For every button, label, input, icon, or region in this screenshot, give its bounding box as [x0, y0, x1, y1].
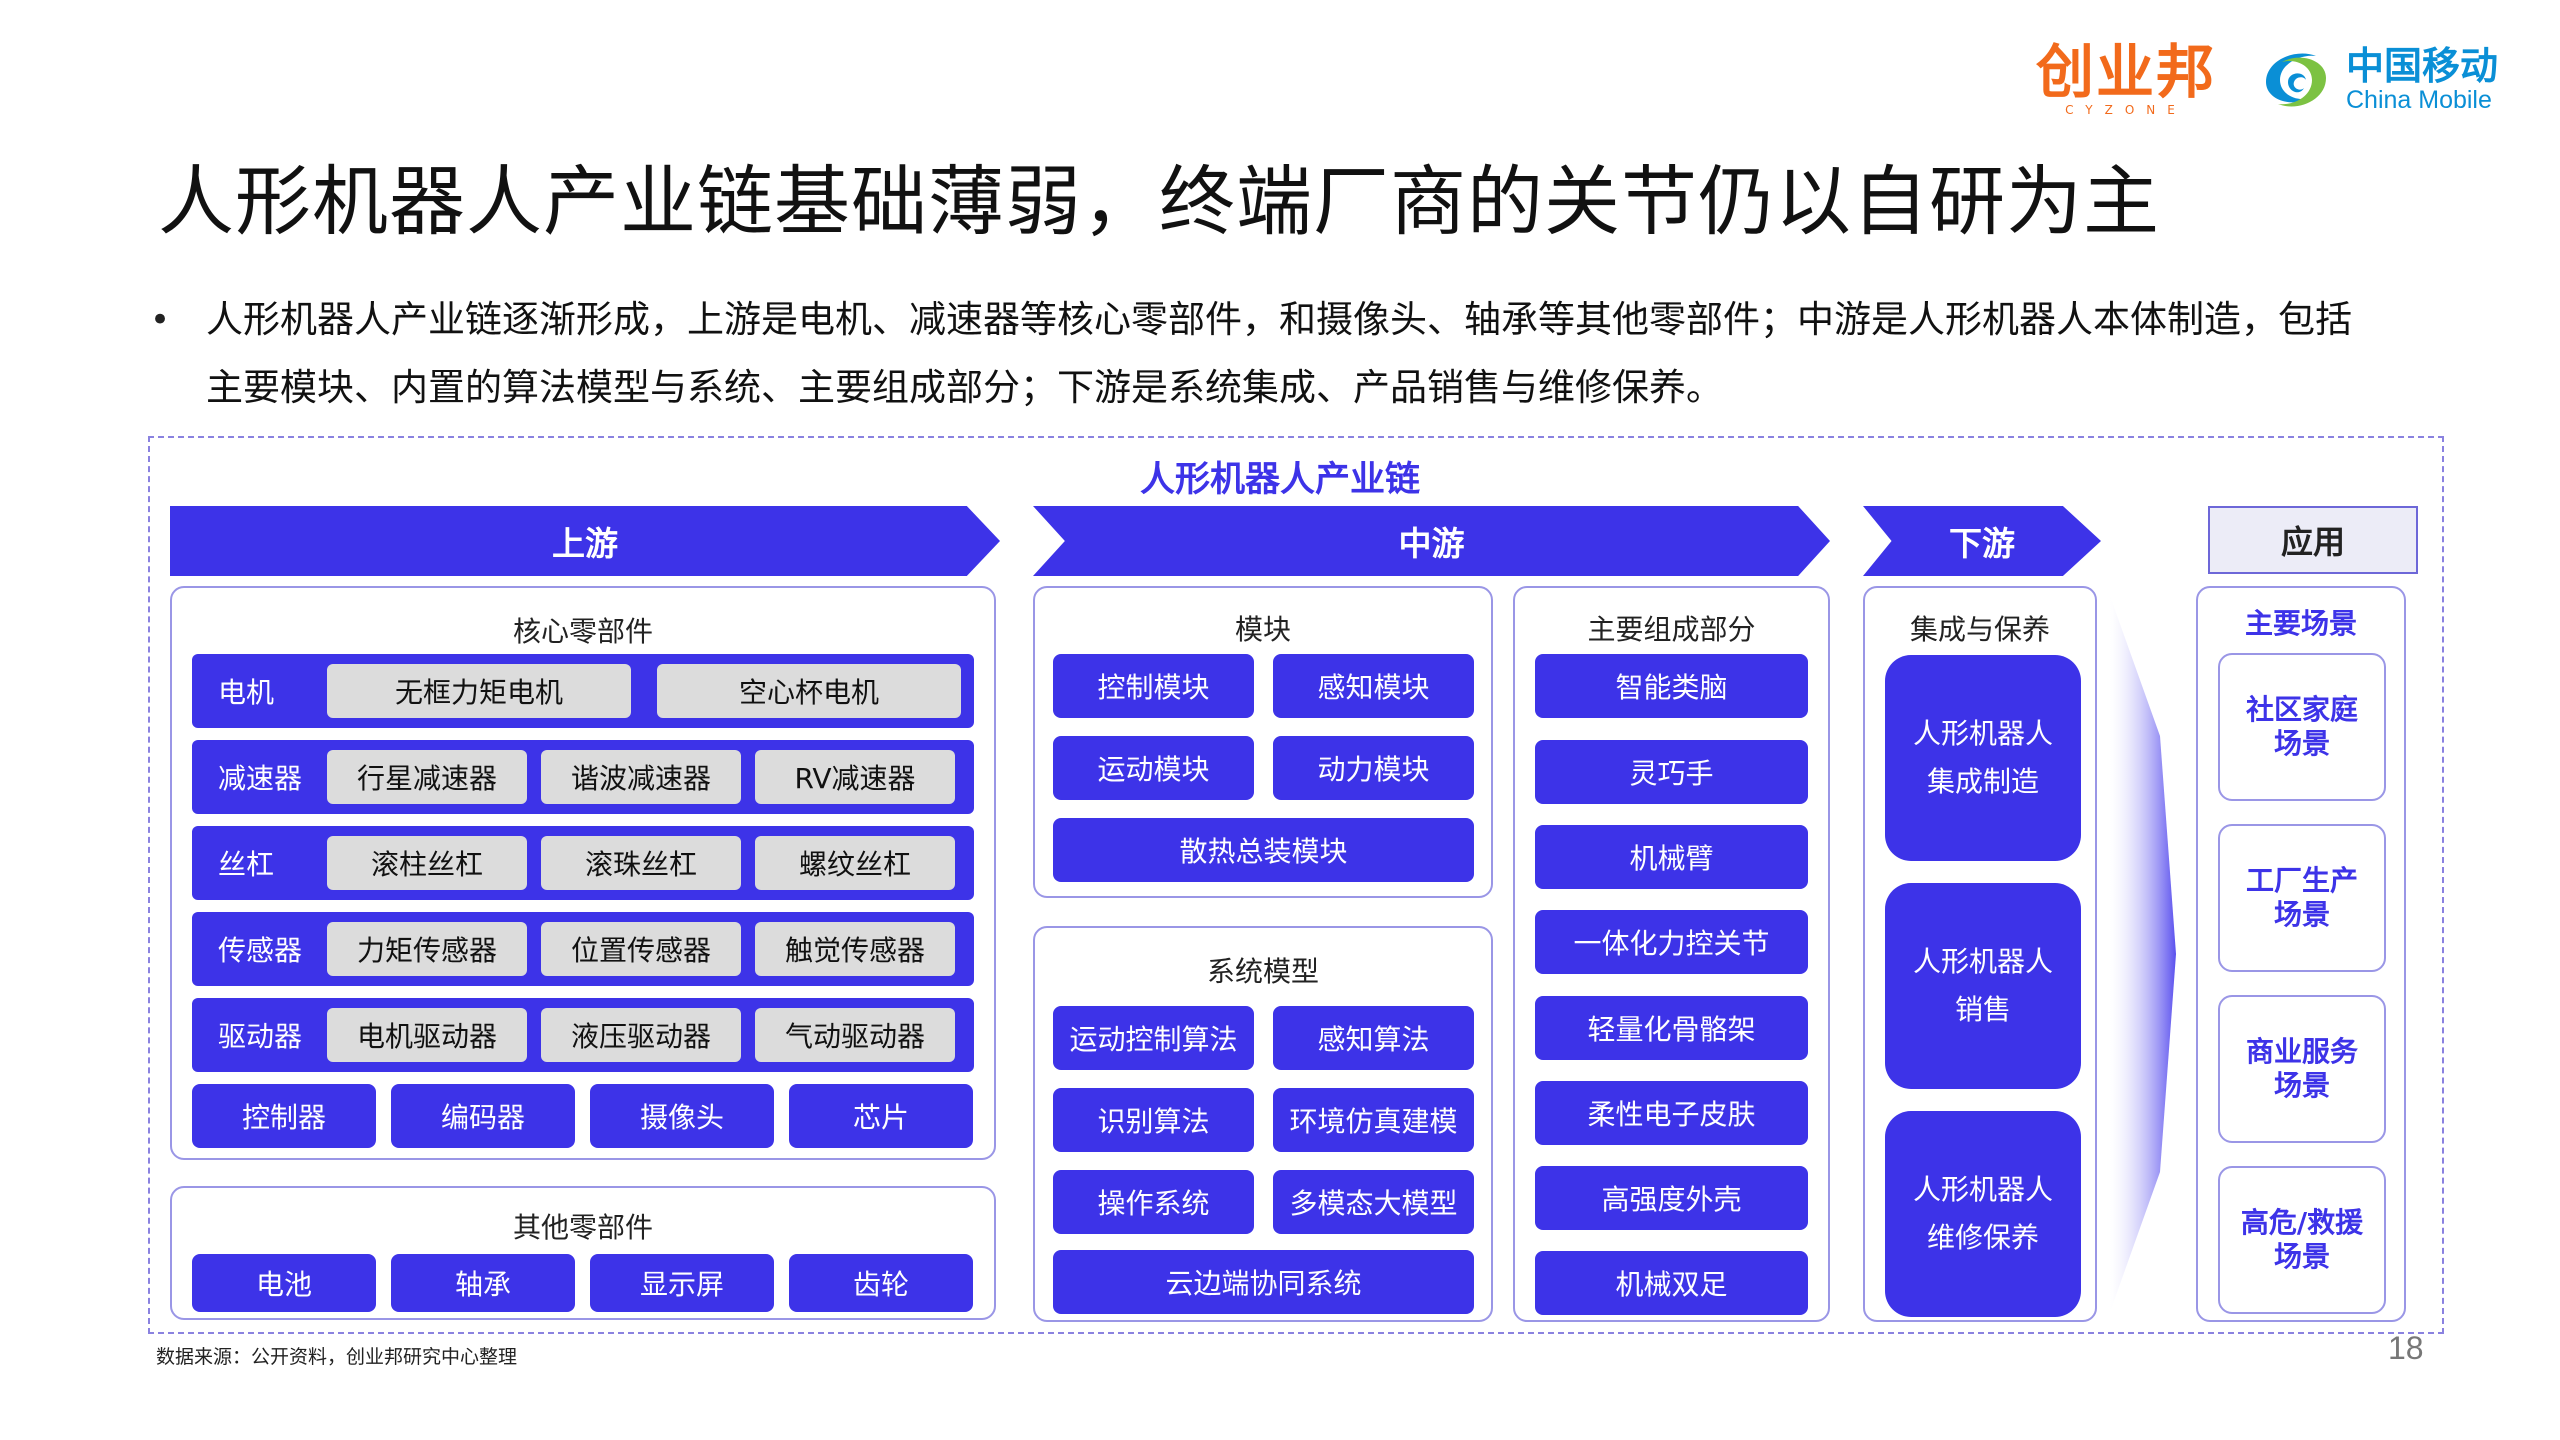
downstream-integration-manufacturing: 人形机器人 集成制造	[1885, 655, 2081, 861]
module-control: 控制模块	[1053, 654, 1254, 718]
part-robotic-arm: 机械臂	[1535, 825, 1808, 889]
system-recognition-algo: 识别算法	[1053, 1088, 1254, 1152]
main-parts-title: 主要组成部分	[1587, 613, 1756, 646]
chip-rv-reducer: RV减速器	[755, 750, 955, 804]
modules-title: 模块	[1234, 613, 1291, 646]
data-source-note: 数据来源：公开资料，创业邦研究中心整理	[156, 1346, 518, 1368]
chip-planetary-reducer: 行星减速器	[327, 750, 527, 804]
header-logos: 创业邦 CYZONE 中国移动 China Mobile	[2036, 30, 2498, 130]
module-cooling-assembly: 散热总装模块	[1053, 818, 1474, 882]
other-item-display: 显示屏	[590, 1254, 774, 1312]
other-item-bearing: 轴承	[391, 1254, 575, 1312]
core-row-motor: 电机 无框力矩电机 空心杯电机	[192, 654, 974, 728]
core-item-controller: 控制器	[192, 1084, 376, 1148]
scene-factory-production: 工厂生产 场景	[2218, 824, 2386, 972]
scene-hazard-rescue: 高危/救援 场景	[2218, 1166, 2386, 1314]
stage-midstream-arrow: 中游	[1033, 506, 1830, 576]
scene-community-home: 社区家庭 场景	[2218, 653, 2386, 801]
page-number: 18	[2388, 1330, 2424, 1366]
chip-roller-screw: 滚柱丝杠	[327, 836, 527, 890]
core-item-chip: 芯片	[789, 1084, 973, 1148]
bullet-line-1: 人形机器人产业链逐渐形成，上游是电机、减速器等核心零部件，和摄像头、轴承等其他零…	[206, 298, 2352, 341]
core-row-driver: 驱动器 电机驱动器 液压驱动器 气动驱动器	[192, 998, 974, 1072]
system-model-title: 系统模型	[1206, 955, 1319, 988]
other-item-battery: 电池	[192, 1254, 376, 1312]
bullet-dot-icon: •	[150, 300, 171, 340]
downstream-title: 集成与保养	[1909, 613, 2050, 646]
chip-ball-screw: 滚珠丝杠	[541, 836, 741, 890]
system-cloud-edge-collab: 云边端协同系统	[1053, 1250, 1474, 1314]
part-brain-like-intelligence: 智能类脑	[1535, 654, 1808, 718]
chip-frameless-torque-motor: 无框力矩电机	[327, 664, 631, 718]
core-row-screw: 丝杠 滚柱丝杠 滚珠丝杠 螺纹丝杠	[192, 826, 974, 900]
chip-coreless-motor: 空心杯电机	[657, 664, 961, 718]
other-components-title: 其他零部件	[512, 1211, 653, 1244]
scene-commercial-service: 商业服务 场景	[2218, 995, 2386, 1143]
core-item-encoder: 编码器	[391, 1084, 575, 1148]
system-multimodal-llm: 多模态大模型	[1273, 1170, 1474, 1234]
flow-gradient-arrow-icon	[2110, 596, 2176, 1312]
chip-harmonic-reducer: 谐波减速器	[541, 750, 741, 804]
chip-position-sensor: 位置传感器	[541, 922, 741, 976]
chain-title: 人形机器人产业链	[1139, 460, 1420, 500]
bullet-line-2: 主要模块、内置的算法模型与系统、主要组成部分；下游是系统集成、产品销售与维修保养…	[206, 366, 1723, 409]
module-perception: 感知模块	[1273, 654, 1474, 718]
part-lightweight-skeleton: 轻量化骨骼架	[1535, 996, 1808, 1060]
chip-tactile-sensor: 触觉传感器	[755, 922, 955, 976]
page-title: 人形机器人产业链基础薄弱，终端厂商的关节仍以自研为主	[158, 157, 2160, 246]
chip-motor-driver: 电机驱动器	[327, 1008, 527, 1062]
summary-bullet: • 人形机器人产业链逐渐形成，上游是电机、减速器等核心零部件，和摄像头、轴承等其…	[150, 286, 2410, 422]
downstream-maintenance: 人形机器人 维修保养	[1885, 1111, 2081, 1317]
stage-upstream-arrow: 上游	[170, 506, 1000, 576]
part-flexible-e-skin: 柔性电子皮肤	[1535, 1081, 1808, 1145]
diagram-frame	[148, 436, 2444, 1334]
system-os: 操作系统	[1053, 1170, 1254, 1234]
cyzone-logo: 创业邦 CYZONE	[2035, 38, 2216, 117]
part-force-control-joint: 一体化力控关节	[1535, 910, 1808, 974]
core-row-sensor: 传感器 力矩传感器 位置传感器 触觉传感器	[192, 912, 974, 986]
core-components-title: 核心零部件	[512, 615, 653, 648]
module-power: 动力模块	[1273, 736, 1474, 800]
stage-downstream-arrow: 下游	[1863, 506, 2101, 576]
chip-hydraulic-driver: 液压驱动器	[541, 1008, 741, 1062]
part-mechanical-legs: 机械双足	[1535, 1251, 1808, 1315]
system-env-sim-modeling: 环境仿真建模	[1273, 1088, 1474, 1152]
application-title: 主要场景	[2244, 607, 2357, 640]
chip-pneumatic-driver: 气动驱动器	[755, 1008, 955, 1062]
china-mobile-logo: 中国移动 China Mobile	[2256, 42, 2498, 118]
module-motion: 运动模块	[1053, 736, 1254, 800]
core-row-reducer: 减速器 行星减速器 谐波减速器 RV减速器	[192, 740, 974, 814]
core-item-camera: 摄像头	[590, 1084, 774, 1148]
stage-application-header: 应用	[2208, 506, 2418, 574]
other-item-gear: 齿轮	[789, 1254, 973, 1312]
part-dexterous-hand: 灵巧手	[1535, 740, 1808, 804]
downstream-sales: 人形机器人 销售	[1885, 883, 2081, 1089]
china-mobile-swirl-icon	[2265, 53, 2326, 107]
chip-thread-screw: 螺纹丝杠	[755, 836, 955, 890]
chip-torque-sensor: 力矩传感器	[327, 922, 527, 976]
part-high-strength-shell: 高强度外壳	[1535, 1166, 1808, 1230]
system-perception-algo: 感知算法	[1273, 1006, 1474, 1070]
system-motion-control-algo: 运动控制算法	[1053, 1006, 1254, 1070]
